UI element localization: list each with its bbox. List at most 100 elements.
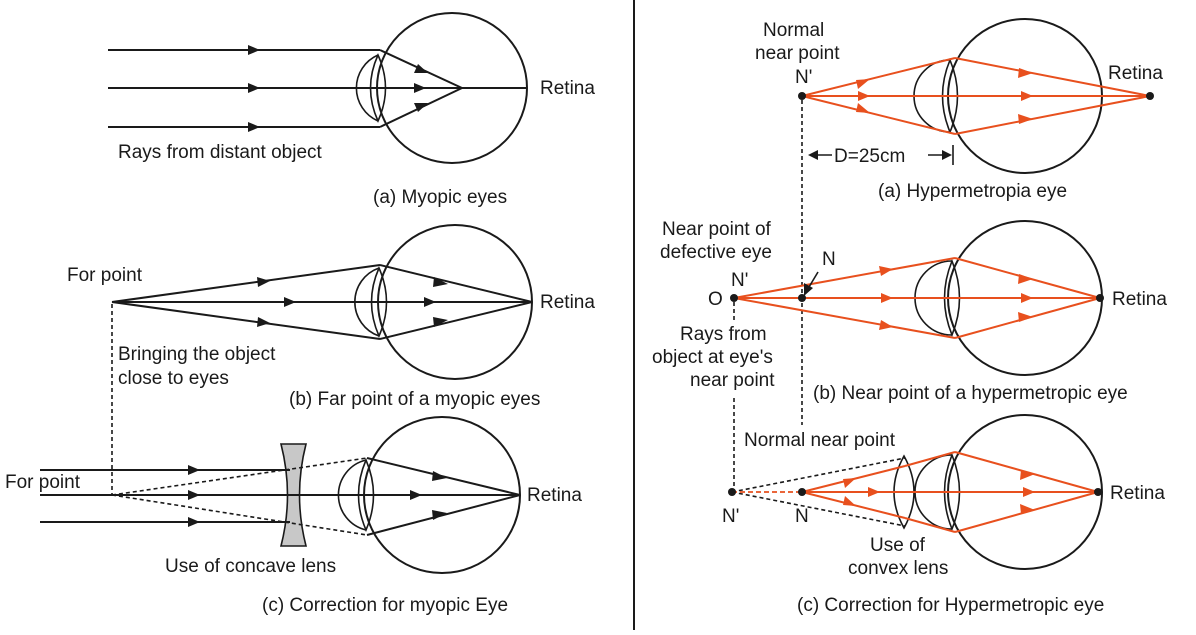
near-label-line2: defective eye xyxy=(660,242,772,263)
ray xyxy=(954,57,1151,97)
normal-near-label: Normal near point xyxy=(744,430,896,451)
ray xyxy=(379,264,533,303)
ray-arrow xyxy=(424,297,436,307)
ray-arrow xyxy=(188,517,200,527)
eye-lens xyxy=(357,457,375,533)
ray-arrow xyxy=(879,320,893,330)
caption-far-point: (b) Far point of a myopic eyes xyxy=(289,389,540,410)
retina-label: Retina xyxy=(1112,289,1167,310)
rays-label-line1: Rays from xyxy=(680,324,767,345)
rays-label: Rays from distant object xyxy=(118,142,323,163)
virtual-ray xyxy=(731,491,906,527)
caption-near-point: (b) Near point of a hypermetropic eye xyxy=(813,383,1128,404)
ray xyxy=(801,95,956,135)
ray-arrow xyxy=(433,277,448,287)
o-label: O xyxy=(708,289,723,310)
virtual-ray xyxy=(731,457,906,493)
ray-arrow xyxy=(1018,312,1033,322)
retina-label: Retina xyxy=(1110,483,1165,504)
left-panel-c: For point Retina Use of concave lens (c)… xyxy=(5,416,582,616)
ray-arrow xyxy=(858,91,870,101)
ray-arrow xyxy=(432,510,447,520)
ray-arrow xyxy=(1023,487,1035,497)
n-prime-label: N' xyxy=(731,270,748,291)
ray-arrow xyxy=(879,266,893,276)
near-point-dot xyxy=(798,488,806,496)
object-point-dot xyxy=(728,488,736,496)
ray-arrow xyxy=(868,487,880,497)
caption-myopic-correction: (c) Correction for myopic Eye xyxy=(262,595,508,616)
n-label: N xyxy=(795,506,809,527)
ray-arrow xyxy=(1021,91,1033,101)
ray-arrow xyxy=(414,83,426,93)
eye-lens xyxy=(369,53,387,123)
caption-hypermetropia: (a) Hypermetropia eye xyxy=(878,181,1067,202)
ray xyxy=(379,301,533,340)
far-point-label: For point xyxy=(5,472,81,493)
far-point-label: For point xyxy=(67,265,143,286)
n-prime-label: N' xyxy=(722,506,739,527)
ray-arrow xyxy=(248,83,260,93)
ray-arrow xyxy=(1018,68,1033,78)
convex-lens-label-line1: Use of xyxy=(870,535,926,556)
eye-lens xyxy=(943,258,961,338)
distance-arrowhead xyxy=(808,150,818,160)
ray xyxy=(954,95,1151,135)
convex-lens-label-line2: convex lens xyxy=(848,558,948,579)
ray xyxy=(733,297,956,339)
object-point-dot xyxy=(730,294,738,302)
ray-arrow xyxy=(248,122,260,132)
ray-arrow xyxy=(432,471,447,481)
ray-arrow xyxy=(1021,293,1033,303)
caption-hypermetropia-correction: (c) Correction for Hypermetropic eye xyxy=(797,595,1104,616)
ray-arrow xyxy=(248,45,260,55)
n-prime-label: N' xyxy=(795,67,812,88)
left-panel-b: For point Retina Bringing the object clo… xyxy=(67,224,595,410)
ray-arrow xyxy=(284,297,296,307)
retina-label: Retina xyxy=(540,292,595,313)
retina-dot xyxy=(1096,294,1104,302)
ray-arrow xyxy=(433,317,448,327)
ray-arrow xyxy=(188,490,200,500)
rays-label-line2: object at eye's xyxy=(652,347,773,368)
retina-label: Retina xyxy=(540,78,595,99)
n-label: N xyxy=(822,249,836,270)
ray-arrow xyxy=(843,496,856,506)
normal-label-line2: near point xyxy=(755,43,840,64)
ray-arrow xyxy=(410,490,422,500)
ray xyxy=(111,264,381,303)
ray-arrow xyxy=(1020,470,1035,480)
ray-arrow xyxy=(1020,504,1035,514)
distance-label: D=25cm xyxy=(834,146,905,167)
near-label-line1: Near point of xyxy=(662,219,772,240)
n-pointer-head xyxy=(804,283,813,296)
eye-lens xyxy=(370,266,388,338)
ray xyxy=(904,517,956,533)
bring-label-line2: close to eyes xyxy=(118,368,229,389)
convex-lens xyxy=(893,454,915,530)
ray-arrow xyxy=(843,478,856,488)
ray-arrow xyxy=(257,317,270,327)
ray-arrow xyxy=(188,465,200,475)
ray-arrow xyxy=(1018,274,1033,284)
ray-arrow xyxy=(856,103,870,113)
ray xyxy=(111,494,368,536)
eye-lens xyxy=(943,452,961,532)
concave-lens-label: Use of concave lens xyxy=(165,556,336,577)
right-panel-c: Normal near point N' N Retina Use of con… xyxy=(722,414,1165,616)
right-panel-a: Normal near point N' Retina D=25cm (a) H… xyxy=(755,18,1163,202)
bring-label-line1: Bringing the object xyxy=(118,344,276,365)
caption-myopic: (a) Myopic eyes xyxy=(373,187,507,208)
retina-label: Retina xyxy=(1108,63,1163,84)
ray xyxy=(733,257,956,299)
normal-label-line1: Normal xyxy=(763,20,824,41)
ray-arrow xyxy=(414,103,428,112)
rays-label-line3: near point xyxy=(690,370,775,391)
retina-label: Retina xyxy=(527,485,582,506)
ray xyxy=(111,457,368,496)
ray-arrow xyxy=(414,64,428,73)
ray xyxy=(366,494,521,536)
retina-dot xyxy=(1094,488,1102,496)
ray xyxy=(904,451,956,467)
